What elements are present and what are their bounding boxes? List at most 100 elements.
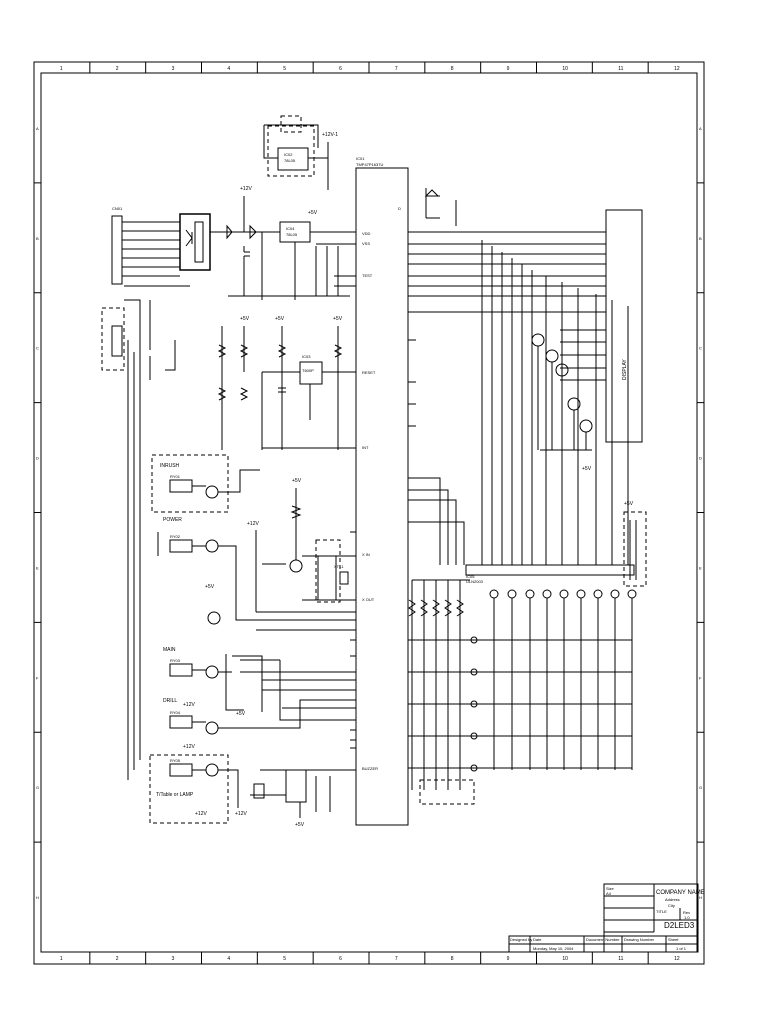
matrix-row-node xyxy=(470,700,478,708)
tb-drawn-label: Designed by xyxy=(510,937,532,942)
main-ic-part: TMP47P1637U xyxy=(356,162,383,167)
left-connector xyxy=(101,285,190,780)
matrix-row-node xyxy=(470,668,478,676)
svg-text:+5V: +5V xyxy=(624,501,634,507)
connector-cn01 xyxy=(111,215,123,285)
row-label: H xyxy=(699,895,702,900)
svg-text:+5V: +5V xyxy=(333,316,343,322)
tb-date: Monday, May 10, 2004 xyxy=(533,946,574,951)
column-label: 1 xyxy=(60,66,63,72)
main-ic: IC01 TMP47P1637U VDD VSS TEST RESET INT … xyxy=(355,156,409,826)
matrix-column-node xyxy=(542,589,552,599)
matrix-cap-group xyxy=(419,779,475,805)
column-label: 4 xyxy=(227,956,230,962)
title-block: COMPANY NAME Address City TITLE D2LED3 S… xyxy=(508,883,705,953)
matrix-column-node xyxy=(525,589,535,599)
column-label: 3 xyxy=(172,66,175,72)
tb-city: City xyxy=(668,903,675,908)
matrix-resistor xyxy=(432,599,440,617)
svg-text:78L05: 78L05 xyxy=(286,232,298,237)
tb-size-label: Size xyxy=(606,886,615,891)
display-module: DISPLAY xyxy=(424,188,643,443)
column-label: 5 xyxy=(283,66,286,72)
svg-text:+12V: +12V xyxy=(235,811,247,817)
column-label: 5 xyxy=(283,956,286,962)
bus-lines xyxy=(416,231,629,565)
regulator-ic02 xyxy=(277,147,309,171)
matrix-column-node xyxy=(489,589,499,599)
display-driver-transistors: +5V xyxy=(531,333,593,472)
svg-text:+5V: +5V xyxy=(236,711,246,717)
main-relay: +5V MAIN RY03 xyxy=(163,584,232,679)
matrix-column-node xyxy=(576,589,586,599)
tb-rev-label: Rev xyxy=(683,910,690,915)
svg-text:+12V: +12V xyxy=(195,811,207,817)
matrix-column-node xyxy=(610,589,620,599)
column-label: 9 xyxy=(507,66,510,72)
tb-rev: 1.0 xyxy=(684,915,690,920)
matrix-row-node xyxy=(470,764,478,772)
label-ttable: T/Table or LAMP xyxy=(156,792,194,798)
label-inrush: INRUSH xyxy=(160,463,180,469)
row-label: E xyxy=(699,565,702,570)
driver-transistor xyxy=(579,419,593,433)
label-12v-1: +12V-1 xyxy=(322,132,338,138)
svg-text:+12V: +12V xyxy=(247,521,259,527)
svg-text:IC04: IC04 xyxy=(286,226,295,231)
svg-text:T600P: T600P xyxy=(302,368,314,373)
ic-to-driver xyxy=(416,499,457,565)
matrix-column-node xyxy=(593,589,603,599)
pin-xin: X IN xyxy=(362,552,370,557)
display-label-left: D xyxy=(398,206,401,211)
label-5v-driver: +5V xyxy=(582,466,592,472)
column-label: 7 xyxy=(395,956,398,962)
column-label: 11 xyxy=(618,956,623,962)
reset-ic03 xyxy=(299,361,323,385)
power-relay: POWER RY02 xyxy=(157,517,356,621)
ic-to-driver xyxy=(416,521,465,565)
ic-to-driver xyxy=(416,477,441,565)
tb-date-label: Date xyxy=(533,937,542,942)
column-label: 12 xyxy=(674,956,680,962)
svg-text:IC03: IC03 xyxy=(302,354,311,359)
pin-xout: X OUT xyxy=(362,597,375,602)
driver-transistor xyxy=(545,349,559,363)
pin-test: TEST xyxy=(362,273,373,278)
row-label: D xyxy=(699,456,702,461)
pin-vdd: VDD xyxy=(362,231,371,236)
matrix-row-node xyxy=(470,636,478,644)
column-label: 2 xyxy=(116,66,119,72)
reset-network: +5V +5V +5V IC03 T600P xyxy=(217,316,356,450)
main-ic-right-pins xyxy=(408,231,416,769)
row-label: D xyxy=(36,456,39,461)
dashed-fuse-top xyxy=(280,115,302,133)
svg-text:RY03: RY03 xyxy=(170,658,181,663)
svg-text:CN01: CN01 xyxy=(112,206,123,211)
crystal-section: +12V +5V XTL1 +5V +5V xyxy=(225,478,356,828)
column-label: 11 xyxy=(618,66,623,72)
svg-text:+12V: +12V xyxy=(183,744,195,750)
tb-sheet: 1 of 1 xyxy=(676,946,687,951)
key-matrix-grid xyxy=(408,579,637,805)
column-label: 12 xyxy=(674,66,680,72)
column-label: 2 xyxy=(116,956,119,962)
column-label: 4 xyxy=(227,66,230,72)
svg-text:IC02: IC02 xyxy=(284,152,293,157)
ic-to-driver xyxy=(416,489,449,565)
inrush-relay: INRUSH RY01 xyxy=(151,454,260,513)
label-drill: DRILL xyxy=(163,698,177,704)
matrix-resistor xyxy=(456,599,464,617)
tb-company: COMPANY NAME xyxy=(656,890,705,896)
tb-title-label: TITLE xyxy=(656,909,667,914)
driver-transistor xyxy=(531,333,545,347)
pin-int: INT xyxy=(362,445,369,450)
drill-relay: DRILL RY04 +12V +12V xyxy=(163,698,356,750)
row-label: B xyxy=(699,236,702,241)
column-label: 6 xyxy=(339,66,342,72)
svg-text:RY02: RY02 xyxy=(170,534,181,539)
